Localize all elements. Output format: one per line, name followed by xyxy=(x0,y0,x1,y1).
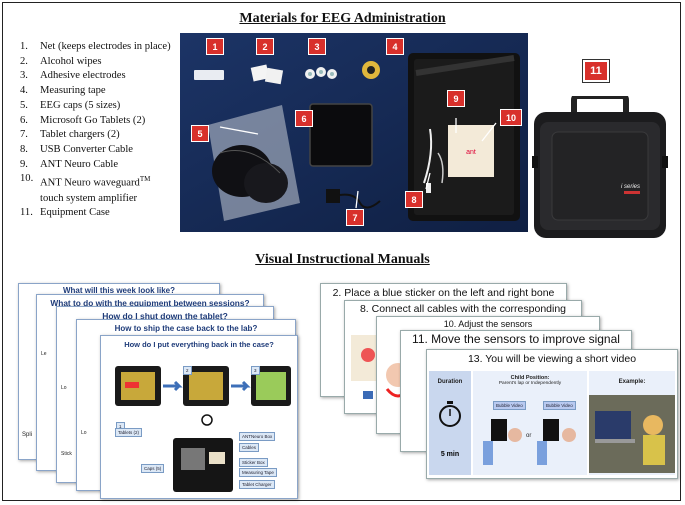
material-item-3: 3.Adhesive electrodes xyxy=(20,70,126,82)
photo-label-1: 1 xyxy=(206,38,224,55)
materials-title: Materials for EEG Administration xyxy=(239,11,446,26)
figure-frame xyxy=(2,2,681,501)
equipment-case-photo: i series xyxy=(532,93,668,240)
materials-list: 1.Net (keeps electrodes in place) 2.Alco… xyxy=(20,40,171,221)
photo-label-9: 9 xyxy=(447,90,465,107)
photo-label-7: 7 xyxy=(346,209,364,226)
equipment-case-illustration: i series xyxy=(532,93,668,238)
manuals-title: Visual Instructional Manuals xyxy=(255,252,430,267)
photo-label-5: 5 xyxy=(191,125,209,142)
material-item-4: 4.Measuring tape xyxy=(20,85,106,97)
duration-panel: Duration 5 min xyxy=(429,371,471,475)
material-item-10: 10.ANT Neuro waveguardTM xyxy=(20,173,151,189)
materials-photo: ant 1 2 3 4 5 6 7 8 9 10 xyxy=(180,33,528,232)
photo-label-8: 8 xyxy=(405,191,423,208)
material-item-5: 5.EEG caps (5 sizes) xyxy=(20,99,121,111)
net-item xyxy=(194,70,224,80)
child-position-panel: Child Position: Parent's lap or Independ… xyxy=(473,371,587,475)
svg-text:ant: ant xyxy=(466,149,476,156)
material-item-8: 8.USB Converter Cable xyxy=(20,143,133,155)
example-photo xyxy=(589,395,675,473)
photo-label-10: 10 xyxy=(500,109,522,126)
left-slide-5-illustration xyxy=(115,366,291,492)
material-item-10-cont: touch system amplifier xyxy=(40,192,138,204)
photo-label-3: 3 xyxy=(308,38,326,55)
material-item-1: 1.Net (keeps electrodes in place) xyxy=(20,41,171,52)
material-item-2: 2.Alcohol wipes xyxy=(20,55,102,67)
child-position-illustration xyxy=(483,419,576,465)
case-label-11: 11 xyxy=(582,59,610,83)
photo-label-2: 2 xyxy=(256,38,274,55)
material-item-6: 6.Microsoft Go Tablets (2) xyxy=(20,114,146,126)
photo-label-4: 4 xyxy=(386,38,404,55)
right-slide-5: 13. You will be viewing a short video Du… xyxy=(426,349,678,479)
left-slide-5: How do I put everything back in the case… xyxy=(100,335,298,499)
material-item-11: 11.Equipment Case xyxy=(20,207,110,219)
stopwatch-icon xyxy=(439,401,461,427)
material-item-9: 9.ANT Neuro Cable xyxy=(20,158,119,170)
case-brand-text: i series xyxy=(621,184,640,190)
example-panel: Example: xyxy=(589,371,675,475)
photo-label-6: 6 xyxy=(295,110,313,127)
materials-illustration: ant xyxy=(180,33,528,232)
material-item-7: 7.Tablet chargers (2) xyxy=(20,129,120,141)
